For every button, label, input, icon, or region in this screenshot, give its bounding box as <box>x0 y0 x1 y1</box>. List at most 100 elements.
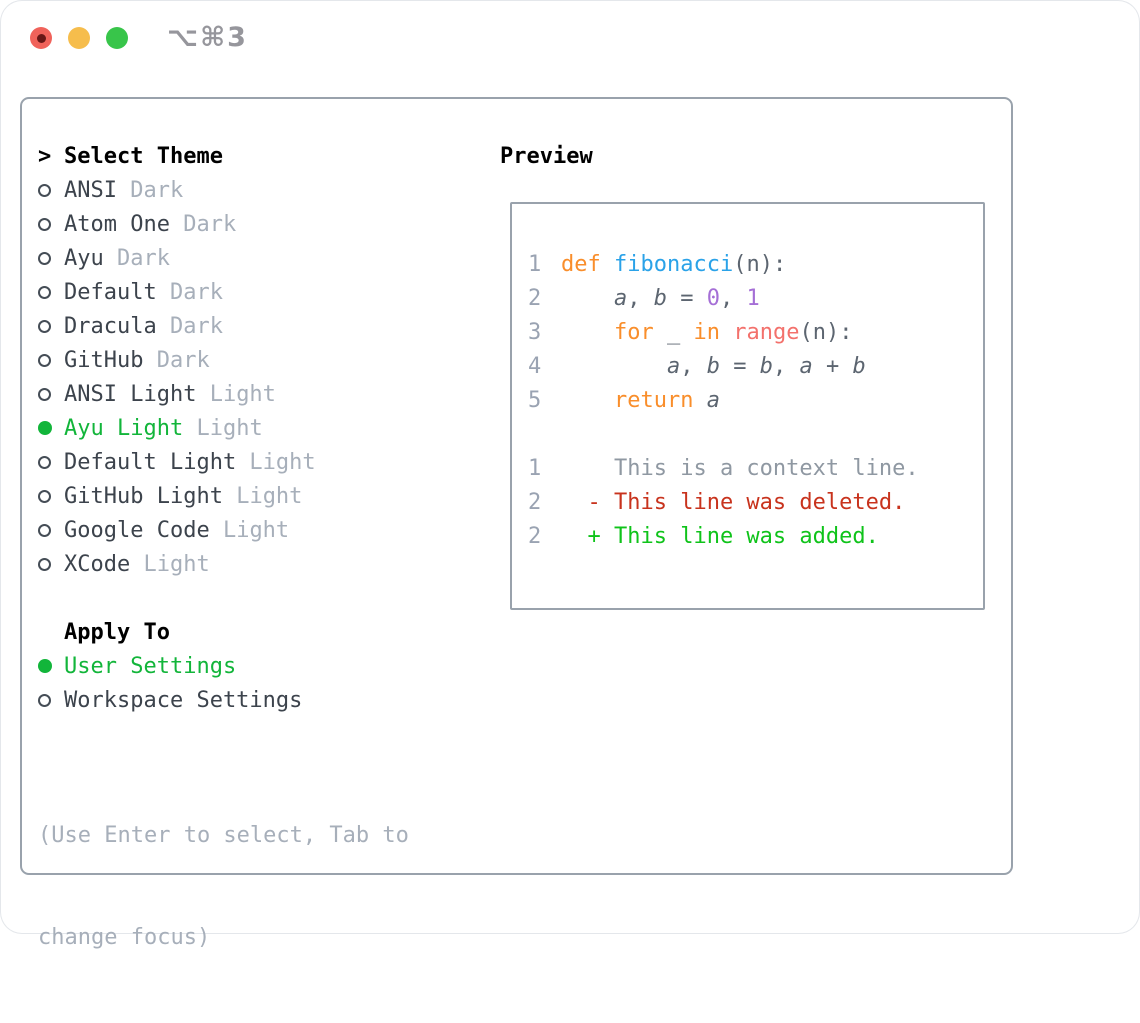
theme-variant-label: Dark <box>156 313 223 339</box>
theme-option-xcode[interactable]: XCode Light <box>38 547 409 581</box>
code-token-fg: , <box>627 286 654 311</box>
theme-name: Dracula <box>64 313 157 339</box>
theme-name: Ayu Light <box>64 415 184 441</box>
line-number: 1 <box>528 456 542 481</box>
theme-option-google-code[interactable]: Google Code Light <box>38 513 409 547</box>
code-token-fg <box>561 354 667 379</box>
minimize-button[interactable] <box>68 27 90 49</box>
theme-option-ansi-light[interactable]: ANSI Light Light <box>38 377 409 411</box>
theme-name: Default <box>64 279 157 305</box>
theme-name: Default Light <box>64 449 237 475</box>
theme-option-ayu[interactable]: Ayu Dark <box>38 241 409 275</box>
preview-line: 2 a, b = 0, 1 <box>528 282 983 316</box>
preview-line: 3 for _ in range(n): <box>528 316 983 350</box>
ring-icon <box>38 693 51 707</box>
preview-line <box>528 418 983 452</box>
titlebar: ⌥⌘3 <box>0 0 1140 76</box>
zoom-button[interactable] <box>106 27 128 49</box>
code-token-fg: , <box>772 354 800 379</box>
code-token-kw: return <box>613 388 694 413</box>
code-token-fg <box>720 320 733 345</box>
theme-variant-label: Light <box>183 415 263 441</box>
code-token-kw: def <box>561 252 601 277</box>
code-token-fg: (n): <box>799 320 853 345</box>
code-token-var: b <box>653 286 667 311</box>
radio-unselected-icon <box>38 251 64 265</box>
code-token-kw: in <box>693 320 720 345</box>
radio-unselected-icon <box>38 693 64 707</box>
theme-variant-label: Dark <box>169 211 237 237</box>
code-token-ctx: This is a context line. <box>561 456 919 481</box>
code-token-kw: for <box>613 320 654 345</box>
code-token-num: 0 <box>706 286 720 311</box>
apply-to-header: Apply To <box>64 619 170 645</box>
theme-option-ansi[interactable]: ANSI Dark <box>38 173 409 207</box>
help-text: (Use Enter to select, Tab to change focu… <box>38 751 409 1023</box>
code-token-var: a <box>799 354 813 379</box>
theme-variant-label: Light <box>196 381 276 407</box>
theme-variant-label: Dark <box>156 279 223 305</box>
radio-unselected-icon <box>38 217 64 231</box>
theme-variant-label: Light <box>130 551 210 577</box>
theme-variant-label: Light <box>209 517 290 543</box>
radio-unselected-icon <box>38 523 64 537</box>
code-token-fg: _ <box>653 320 694 345</box>
select-theme-header: Select Theme <box>64 143 223 169</box>
theme-option-ayu-light[interactable]: Ayu Light Light <box>38 411 409 445</box>
theme-name: Google Code <box>64 517 210 543</box>
ring-icon <box>38 183 51 197</box>
close-button[interactable] <box>30 27 52 49</box>
ring-icon <box>38 217 51 231</box>
code-token-fg: = <box>719 354 760 379</box>
theme-variant-label: Dark <box>143 347 210 373</box>
preview-line: 2 - This line was deleted. <box>528 486 983 520</box>
ring-icon <box>38 353 51 367</box>
code-token-fg: , <box>719 286 747 311</box>
code-token-del: - This line was deleted. <box>561 490 906 515</box>
theme-name: XCode <box>64 551 131 577</box>
ring-icon <box>38 489 51 503</box>
filled-dot-icon <box>38 421 52 435</box>
theme-name: GitHub <box>64 347 144 373</box>
code-token-num: 1 <box>746 286 760 311</box>
code-token-var: a <box>613 286 628 311</box>
code-token-fg <box>601 252 614 277</box>
theme-variant-label: Light <box>236 449 316 475</box>
theme-option-default[interactable]: Default Dark <box>38 275 409 309</box>
radio-selected-icon <box>38 659 64 673</box>
code-token-var: b <box>759 354 773 379</box>
filled-dot-icon <box>38 659 52 673</box>
theme-option-github-light[interactable]: GitHub Light Light <box>38 479 409 513</box>
apply-option-user-settings[interactable]: User Settings <box>38 649 409 683</box>
line-number: 1 <box>528 252 542 277</box>
code-token-fg: + <box>812 354 853 379</box>
preview-line: 1 This is a context line. <box>528 452 983 486</box>
help-text-line-2: change focus) <box>38 925 211 950</box>
ring-icon <box>38 251 51 265</box>
preview-line: 5 return a <box>528 384 983 418</box>
code-token-fg <box>693 388 706 413</box>
line-number: 2 <box>528 286 542 311</box>
theme-name: ANSI <box>64 177 117 203</box>
code-token-var: b <box>852 354 866 379</box>
theme-option-default-light[interactable]: Default Light Light <box>38 445 409 479</box>
apply-option-workspace-settings[interactable]: Workspace Settings <box>38 683 409 717</box>
radio-unselected-icon <box>38 455 64 469</box>
theme-option-dracula[interactable]: Dracula Dark <box>38 309 409 343</box>
theme-option-atom-one[interactable]: Atom One Dark <box>38 207 409 241</box>
preview-line: 4 a, b = b, a + b <box>528 350 983 384</box>
ring-icon <box>38 455 51 469</box>
code-token-fg <box>561 388 614 413</box>
theme-option-github[interactable]: GitHub Dark <box>38 343 409 377</box>
traffic-lights <box>30 27 128 49</box>
radio-unselected-icon <box>38 285 64 299</box>
code-token-fn: fibonacci <box>614 252 734 277</box>
select-theme-header-row: > Select Theme <box>38 139 409 173</box>
focus-cursor-icon: > <box>38 143 52 169</box>
ring-icon <box>38 285 51 299</box>
theme-variant-label: Dark <box>103 245 170 271</box>
